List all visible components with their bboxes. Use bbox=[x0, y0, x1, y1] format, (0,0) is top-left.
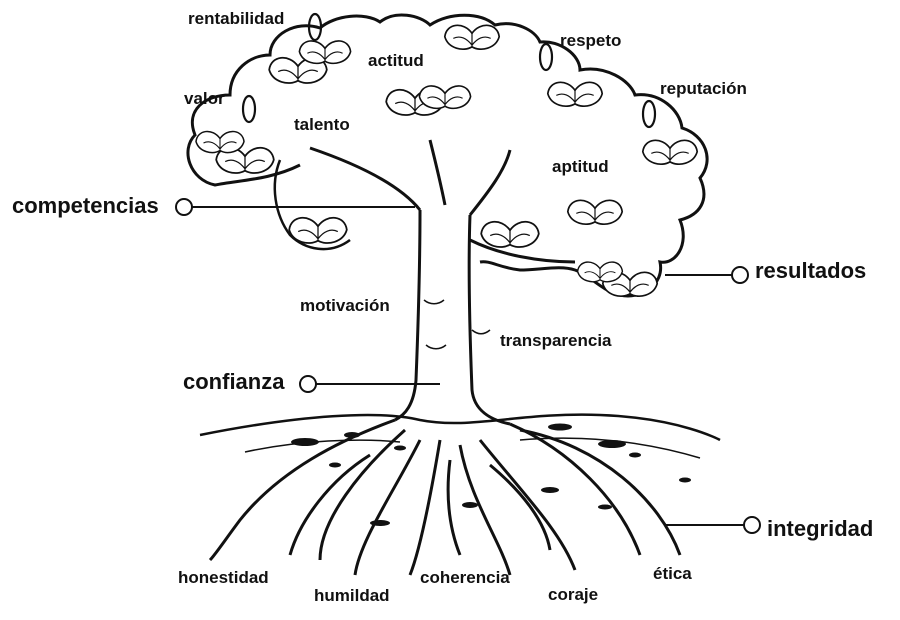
tree-roots bbox=[208, 418, 682, 576]
label-etica: ética bbox=[653, 564, 692, 583]
label-resultados: resultados bbox=[755, 258, 867, 283]
label-transparencia: transparencia bbox=[500, 331, 612, 350]
leaf-cluster bbox=[195, 24, 699, 298]
soil-marks bbox=[291, 423, 691, 526]
label-humildad: humildad bbox=[314, 586, 390, 605]
label-honestidad: honestidad bbox=[178, 568, 269, 587]
label-reputacion: reputación bbox=[660, 79, 747, 98]
label-aptitud: aptitud bbox=[552, 157, 609, 176]
label-actitud: actitud bbox=[368, 51, 424, 70]
label-confianza: confianza bbox=[183, 369, 285, 394]
label-coherencia: coherencia bbox=[420, 568, 510, 587]
label-valor: valor bbox=[184, 89, 225, 108]
label-talento: talento bbox=[294, 115, 350, 134]
ground-line bbox=[199, 413, 721, 442]
label-rentabilidad: rentabilidad bbox=[188, 9, 285, 28]
label-respeto: respeto bbox=[560, 31, 622, 50]
label-coraje: coraje bbox=[548, 585, 599, 604]
marker-ovals bbox=[241, 12, 657, 129]
callout-lines bbox=[175, 198, 761, 534]
label-competencias: competencias bbox=[12, 193, 159, 218]
tree-trunk bbox=[309, 139, 576, 426]
label-integridad: integridad bbox=[767, 516, 874, 541]
label-motivacion: motivación bbox=[300, 296, 390, 315]
